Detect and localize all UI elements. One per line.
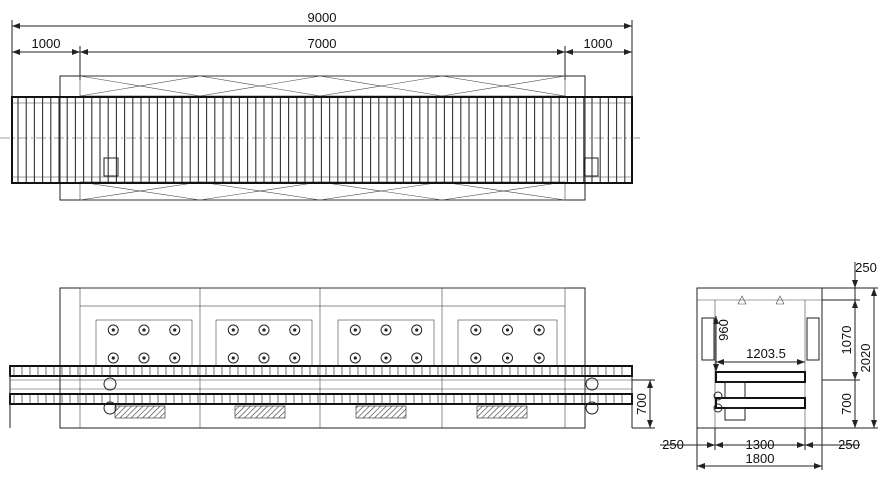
top-view: 9000 1000 7000 1000 [0,10,640,201]
fan [258,352,270,364]
fan-hub [505,356,510,360]
left-motor [103,157,119,177]
side-lower-label: 700 [839,393,854,415]
fan-hub [505,328,510,332]
fan-hub [231,328,235,332]
side-left-bottom-label: 250 [662,437,684,452]
fan [380,352,392,364]
front-view-wheels [103,377,599,415]
overall-length-label: 9000 [308,10,337,25]
fan [227,352,239,364]
fan [169,352,181,364]
side-upper-label: 1070 [839,326,854,355]
side-total-height-label: 2020 [858,344,873,373]
side-width-label: 1300 [746,437,775,452]
fan [138,352,150,364]
fan-hub [231,356,235,360]
fan-hub [111,328,115,332]
fan [107,324,119,336]
right-section-length-label: 1000 [584,36,613,51]
side-right-bottom-label: 250 [838,437,860,452]
fan-hub [415,356,419,360]
fan [169,324,181,336]
fan-hub [537,356,541,360]
fan-hub [142,328,146,332]
fan [349,324,361,336]
fan [411,352,423,364]
fan-hub [262,328,266,332]
right-motor [583,157,599,177]
front-height-label: 700 [634,393,649,415]
fan-hub [384,356,388,360]
side-view: 960 1203.5 250 1070 2020 700 [660,260,878,470]
fan-hub [474,356,478,360]
side-top-label: 250 [855,260,877,275]
fan-hub [415,328,419,332]
fan-hub [353,328,357,332]
fan [349,352,361,364]
fan [107,352,119,364]
left-section-length-label: 1000 [32,36,61,51]
fan [533,324,545,336]
fan [289,352,301,364]
fan [227,324,239,336]
fan [502,352,513,364]
fan-hub [293,356,297,360]
side-overall-width-label: 1800 [746,451,775,466]
inner-height-label: 960 [716,319,731,341]
fan [533,352,545,364]
fan [502,324,513,336]
fan-hub [262,356,266,360]
fan [470,352,482,364]
fan [289,324,301,336]
side-view-frame [696,287,823,429]
front-view-conveyor [9,365,633,428]
fan-hub [537,328,541,332]
fan-hub [384,328,388,332]
inner-width-label: 1203.5 [746,346,786,361]
top-view-conveyor [11,96,633,184]
fan-hub [353,356,357,360]
middle-section-length-label: 7000 [308,36,337,51]
top-view-dimensions [11,20,633,96]
fan-hub [474,328,478,332]
front-view-fan-panels [95,319,558,367]
front-view: 700 [9,287,655,429]
fan [470,324,482,336]
fan [138,324,150,336]
top-view-truss [79,75,566,201]
fan-hub [142,356,146,360]
fan-hub [111,356,115,360]
fan-hub [293,328,297,332]
fan [411,324,423,336]
front-view-trays [114,405,528,419]
fan-hub [173,356,177,360]
fan-hub [173,328,177,332]
top-view-rollers [17,98,626,182]
fan [258,324,270,336]
fan [380,324,392,336]
